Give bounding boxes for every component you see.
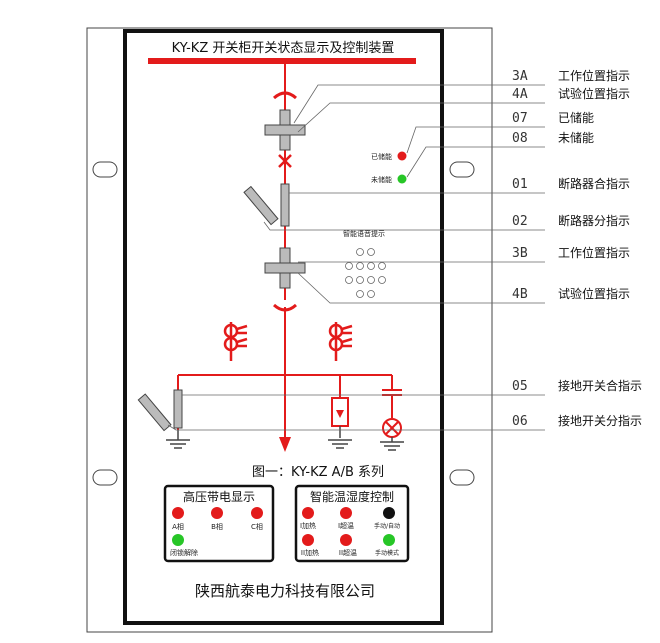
over2-led	[340, 534, 352, 546]
speaker-grille-icon	[345, 248, 386, 298]
stored-led	[397, 151, 407, 161]
callout-label: 试验位置指示	[558, 86, 630, 101]
mounting-hole-icon	[449, 161, 475, 178]
callout-label: 工作位置指示	[558, 245, 630, 260]
callout-label: 未储能	[558, 130, 594, 145]
phase-b-led	[211, 507, 223, 519]
unlock-led	[172, 534, 184, 546]
heat2-led	[302, 534, 314, 546]
figure-caption: 图一：KY-KZ A/B 系列	[252, 465, 384, 480]
mounting-hole-icon	[92, 161, 118, 178]
current-transformer-icon	[223, 322, 248, 361]
over1-label: I超温	[338, 521, 354, 530]
over1-led	[340, 507, 352, 519]
callout-label: 试验位置指示	[558, 286, 630, 301]
earth-closed-indicator	[173, 389, 183, 429]
ground-icon	[328, 439, 352, 449]
callout-label: 接地开关合指示	[558, 378, 642, 393]
unlock-label: 闭锁解除	[170, 548, 198, 557]
callout-label: 接地开关分指示	[558, 413, 642, 428]
callout-code: 4A	[512, 87, 528, 102]
cable-arrow-icon	[279, 437, 291, 452]
phase-a-led	[172, 507, 184, 519]
callout-code: 07	[512, 111, 528, 126]
device-panel	[123, 29, 444, 625]
callout-label: 断路器合指示	[558, 176, 630, 191]
callout-code: 02	[512, 214, 528, 229]
mounting-hole-icon	[92, 469, 118, 486]
over2-label: II超温	[339, 548, 357, 557]
callout-code: 08	[512, 131, 528, 146]
earth-open-indicator	[137, 393, 172, 432]
heat1-led	[302, 507, 314, 519]
heat2-label: II加热	[301, 548, 319, 557]
callout-code: 4B	[512, 287, 528, 302]
phase-b-label: B相	[211, 522, 223, 531]
upper-trolley-horizontal	[264, 124, 306, 136]
breaker-open-indicator	[243, 185, 279, 226]
hv-panel-title: 高压带电显示	[183, 489, 255, 504]
callout-label: 工作位置指示	[558, 68, 630, 83]
manual-auto-label: 手动/自动	[374, 522, 400, 530]
hv-live-panel	[163, 484, 275, 563]
callout-code: 3A	[512, 69, 528, 84]
manual-auto-button[interactable]	[383, 507, 395, 519]
unstored-label: 未储能	[371, 175, 392, 184]
upper-contact-icon	[272, 91, 298, 100]
device-title: KY-KZ 开关柜开关状态显示及控制装置	[172, 41, 395, 56]
temp-humidity-panel	[294, 484, 410, 563]
ground-icon	[166, 430, 190, 449]
manual-mode-label: 手动模式	[375, 549, 399, 557]
heat1-label: I加热	[300, 521, 316, 530]
callout-code: 01	[512, 177, 528, 192]
unstored-led	[397, 174, 407, 184]
current-transformer-icon	[328, 322, 353, 361]
speaker-label: 智能语音提示	[343, 229, 385, 238]
temp-panel-title: 智能温湿度控制	[310, 489, 394, 504]
callout-label: 已储能	[558, 110, 594, 125]
mounting-hole-icon	[449, 469, 475, 486]
callout-code: 06	[512, 414, 528, 429]
phase-a-label: A相	[172, 522, 184, 531]
busbar	[148, 58, 416, 64]
manual-mode-led	[383, 534, 395, 546]
phase-c-label: C相	[251, 522, 263, 531]
callout-leaders	[167, 84, 545, 431]
ground-icon	[380, 437, 404, 451]
lower-trolley-horizontal	[264, 262, 306, 274]
mounting-frame	[86, 27, 493, 633]
callout-label: 断路器分指示	[558, 213, 630, 228]
phase-c-led	[251, 507, 263, 519]
callout-code: 05	[512, 379, 528, 394]
breaker-closed-indicator	[280, 183, 290, 227]
callout-code: 3B	[512, 246, 528, 261]
stored-label: 已储能	[371, 152, 392, 161]
company-name: 陕西航泰电力科技有限公司	[195, 582, 375, 600]
